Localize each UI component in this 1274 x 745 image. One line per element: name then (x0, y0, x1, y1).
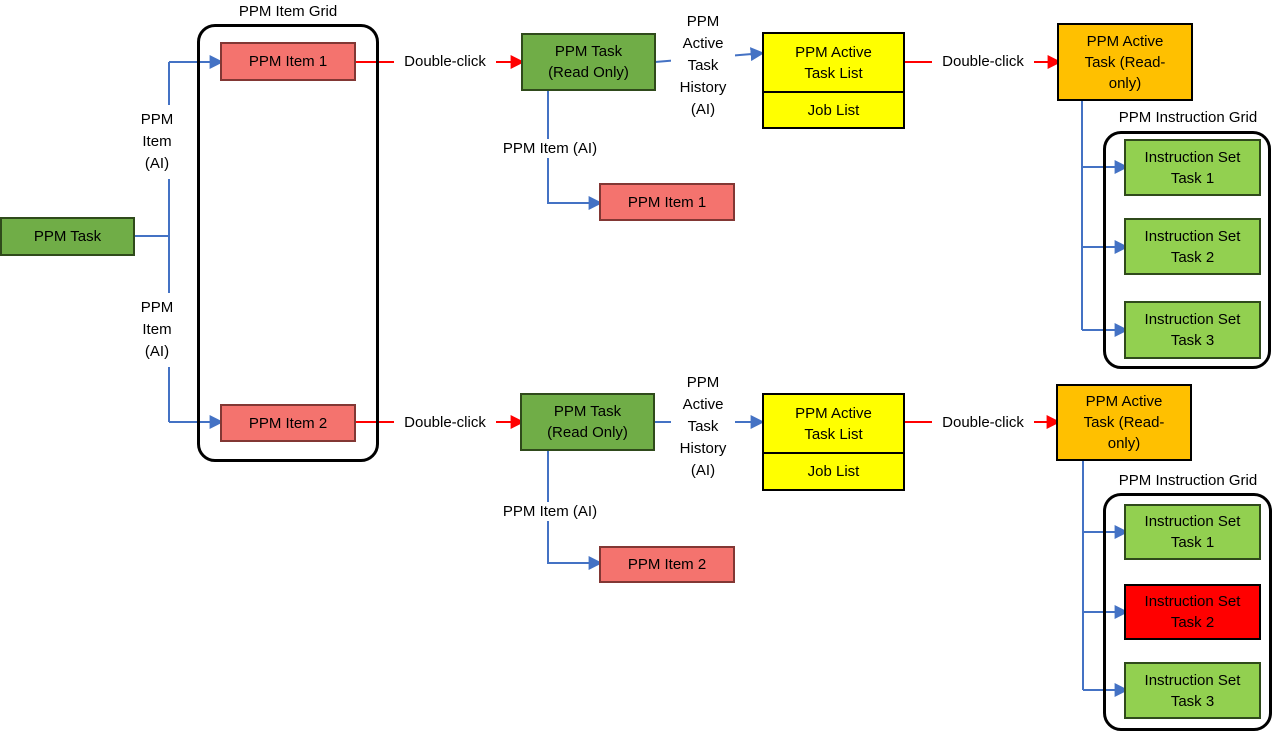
ppm-instruction-grid-container (1103, 131, 1271, 369)
job-list-cell: Job List (807, 101, 860, 119)
instruction-set-task-2-box: Instruction Set Task 2 (1124, 218, 1261, 275)
ppm-item-1-copy-box: PPM Item 1 (599, 183, 735, 221)
edge-label-ppm-item-ai-top: PPM Item (AI) (126, 105, 188, 179)
double-click-label: Double-click (932, 411, 1034, 434)
ppm-active-task-readonly-box: PPM Active Task (Read- only) (1056, 384, 1192, 461)
active-task-list-cell: PPM Active Task List (764, 395, 903, 454)
ppm-item-grid-container (197, 24, 379, 462)
job-list-cell: Job List (807, 463, 860, 480)
ppm-instruction-grid-title: PPM Instruction Grid (1103, 108, 1273, 128)
double-click-label: Double-click (932, 50, 1034, 73)
instruction-set-task-1-box: Instruction Set Task 1 (1124, 139, 1261, 196)
ppm-active-task-list-box: PPM Active Task List Job List (762, 393, 905, 491)
active-task-list-cell: PPM Active Task List (764, 34, 903, 93)
ppm-item-2-box: PPM Item 2 (220, 404, 356, 442)
ppm-item-1-box: PPM Item 1 (220, 42, 356, 81)
ppm-active-task-readonly-box: PPM Active Task (Read- only) (1057, 23, 1193, 101)
edge-label-ppm-item-ai: PPM Item (AI) (494, 139, 606, 158)
instruction-set-task-1-box: Instruction Set Task 1 (1124, 504, 1261, 560)
ppm-instruction-grid-container (1103, 493, 1272, 731)
ppm-task-box: PPM Task (0, 217, 135, 256)
ppm-active-task-list-box: PPM Active Task List Job List (762, 32, 905, 129)
double-click-label: Double-click (394, 50, 496, 73)
instruction-set-task-3-box: Instruction Set Task 3 (1124, 662, 1261, 719)
edge-label-active-task-history: PPM Active Task History (AI) (671, 9, 735, 122)
ppm-item-grid-title: PPM Item Grid (197, 2, 379, 22)
ppm-instruction-grid-title: PPM Instruction Grid (1103, 471, 1273, 491)
ppm-task-readonly-box: PPM Task (Read Only) (521, 33, 656, 91)
ppm-item-2-copy-box: PPM Item 2 (599, 546, 735, 583)
instruction-set-task-2-box: Instruction Set Task 2 (1124, 584, 1261, 640)
double-click-label: Double-click (394, 411, 496, 434)
edge-label-ppm-item-ai-bottom: PPM Item (AI) (126, 293, 188, 367)
instruction-set-task-3-box: Instruction Set Task 3 (1124, 301, 1261, 359)
ppm-task-readonly-box: PPM Task (Read Only) (520, 393, 655, 451)
edge-label-ppm-item-ai: PPM Item (AI) (494, 502, 606, 521)
edge-label-active-task-history: PPM Active Task History (AI) (671, 370, 735, 483)
